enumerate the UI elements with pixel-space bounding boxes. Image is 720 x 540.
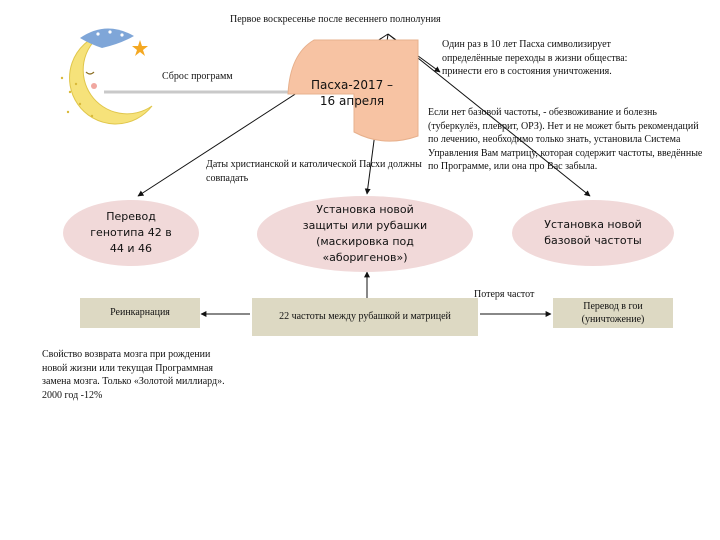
top-label: Первое воскресенье после весеннего полно… [230, 14, 441, 25]
ellipse-base-frequency: Установка новой базовой частоты [512, 200, 674, 266]
note-right: Если нет базовой частоты, - обезвоживани… [428, 107, 703, 172]
box-22-frequencies: 22 частоты между рубашкой и матрицей [252, 298, 478, 336]
ellipse-genotype-label: Перевод генотипа 42 в 44 и 46 [90, 210, 172, 255]
box-reincarnation: Реинкарнация [80, 298, 200, 328]
label-frequency-loss: Потеря частот [474, 289, 535, 300]
moon-icon [60, 28, 153, 125]
box-transfer-goi: Перевод в гои (уничтожение) [553, 298, 673, 328]
ellipse-base-frequency-label: Установка новой базовой частоты [544, 218, 642, 247]
ellipse-protection: Установка новой защиты или рубашки (маск… [257, 196, 473, 272]
box-reincarnation-label: Реинкарнация [110, 307, 170, 319]
ellipse-genotype: Перевод генотипа 42 в 44 и 46 [63, 200, 199, 266]
note-dates: Даты христианской и католической Пасхи д… [206, 159, 422, 184]
center-title: Пасха-2017 – 16 апреля [310, 78, 394, 108]
easter-shape [287, 39, 419, 142]
reset-label: Сброс программ [162, 71, 233, 82]
ellipse-protection-label: Установка новой защиты или рубашки (маск… [302, 203, 428, 264]
box-transfer-goi-label: Перевод в гои (уничтожение) [581, 300, 645, 326]
box-22-frequencies-label: 22 частоты между рубашкой и матрицей [279, 311, 451, 323]
note-top-right: Один раз в 10 лет Пасха символизирует оп… [442, 39, 628, 77]
note-bottom: Свойство возврата мозга при рождении нов… [42, 349, 225, 401]
arrow-to-right-ellipse [387, 33, 591, 197]
